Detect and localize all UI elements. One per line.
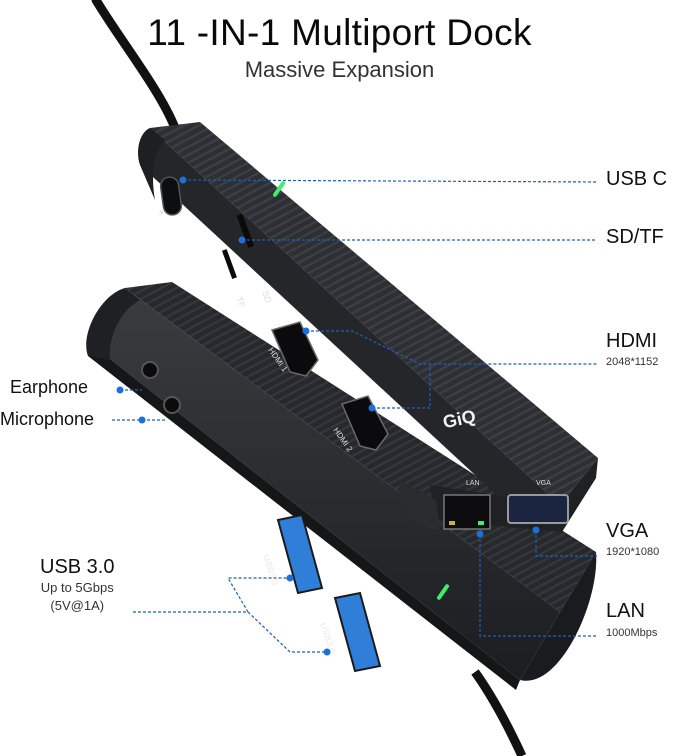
vga-port: [507, 494, 569, 524]
callout-dots: [116, 176, 540, 656]
hdmi2-port: [340, 395, 389, 451]
callout-sd-tf: SD/TF: [606, 226, 664, 248]
page-title: 11 -IN-1 Multiport Dock: [147, 12, 532, 53]
callout-usb3-speed: Up to 5Gbps: [40, 580, 114, 595]
usb-c-port: [159, 176, 183, 216]
callout-usb-c: USB C: [606, 168, 668, 190]
status-led-upper: [272, 181, 286, 197]
callout-hdmi-resolution: 2048*1152: [606, 356, 659, 368]
callout-vga-resolution: 1920*1080: [606, 546, 660, 558]
sd-port-label: SD: [260, 289, 274, 305]
tf-port-label: TF: [234, 295, 247, 309]
svg-text:⚡: ⚡: [158, 208, 165, 219]
earphone-jack: [141, 361, 159, 379]
page-subtitle: Massive Expansion: [244, 57, 435, 82]
usb-a-port-1-label: USB3.0: [261, 554, 280, 587]
callout-lan: LAN: [606, 600, 645, 622]
top-cable: [91, 0, 180, 133]
vga-port-label: VGA: [536, 480, 551, 487]
lan-port-label: LAN: [466, 480, 480, 487]
bottom-cable: [471, 669, 527, 756]
microphone-jack: [163, 396, 181, 414]
callout-microphone: Microphone: [0, 409, 95, 429]
callout-earphone: Earphone: [10, 377, 89, 397]
hdmi1-port: [270, 321, 319, 377]
tf-slot: [221, 249, 237, 279]
callout-vga: VGA: [606, 520, 649, 542]
sd-slot: [236, 213, 255, 248]
callout-lines: [112, 179, 598, 653]
callout-usb3: USB 3.0 Up to 5Gbps (5V@1A): [40, 556, 114, 615]
callout-usb3-title: USB 3.0: [40, 556, 115, 578]
status-led-lower: [436, 584, 450, 600]
callout-usb3-power: (5V@1A): [50, 598, 105, 613]
usb-a-port-2: [333, 591, 382, 673]
usb-a-port-1: [276, 513, 324, 595]
callout-lan-speed: 1000Mbps: [606, 627, 658, 639]
callout-hdmi: HDMI: [606, 330, 658, 352]
